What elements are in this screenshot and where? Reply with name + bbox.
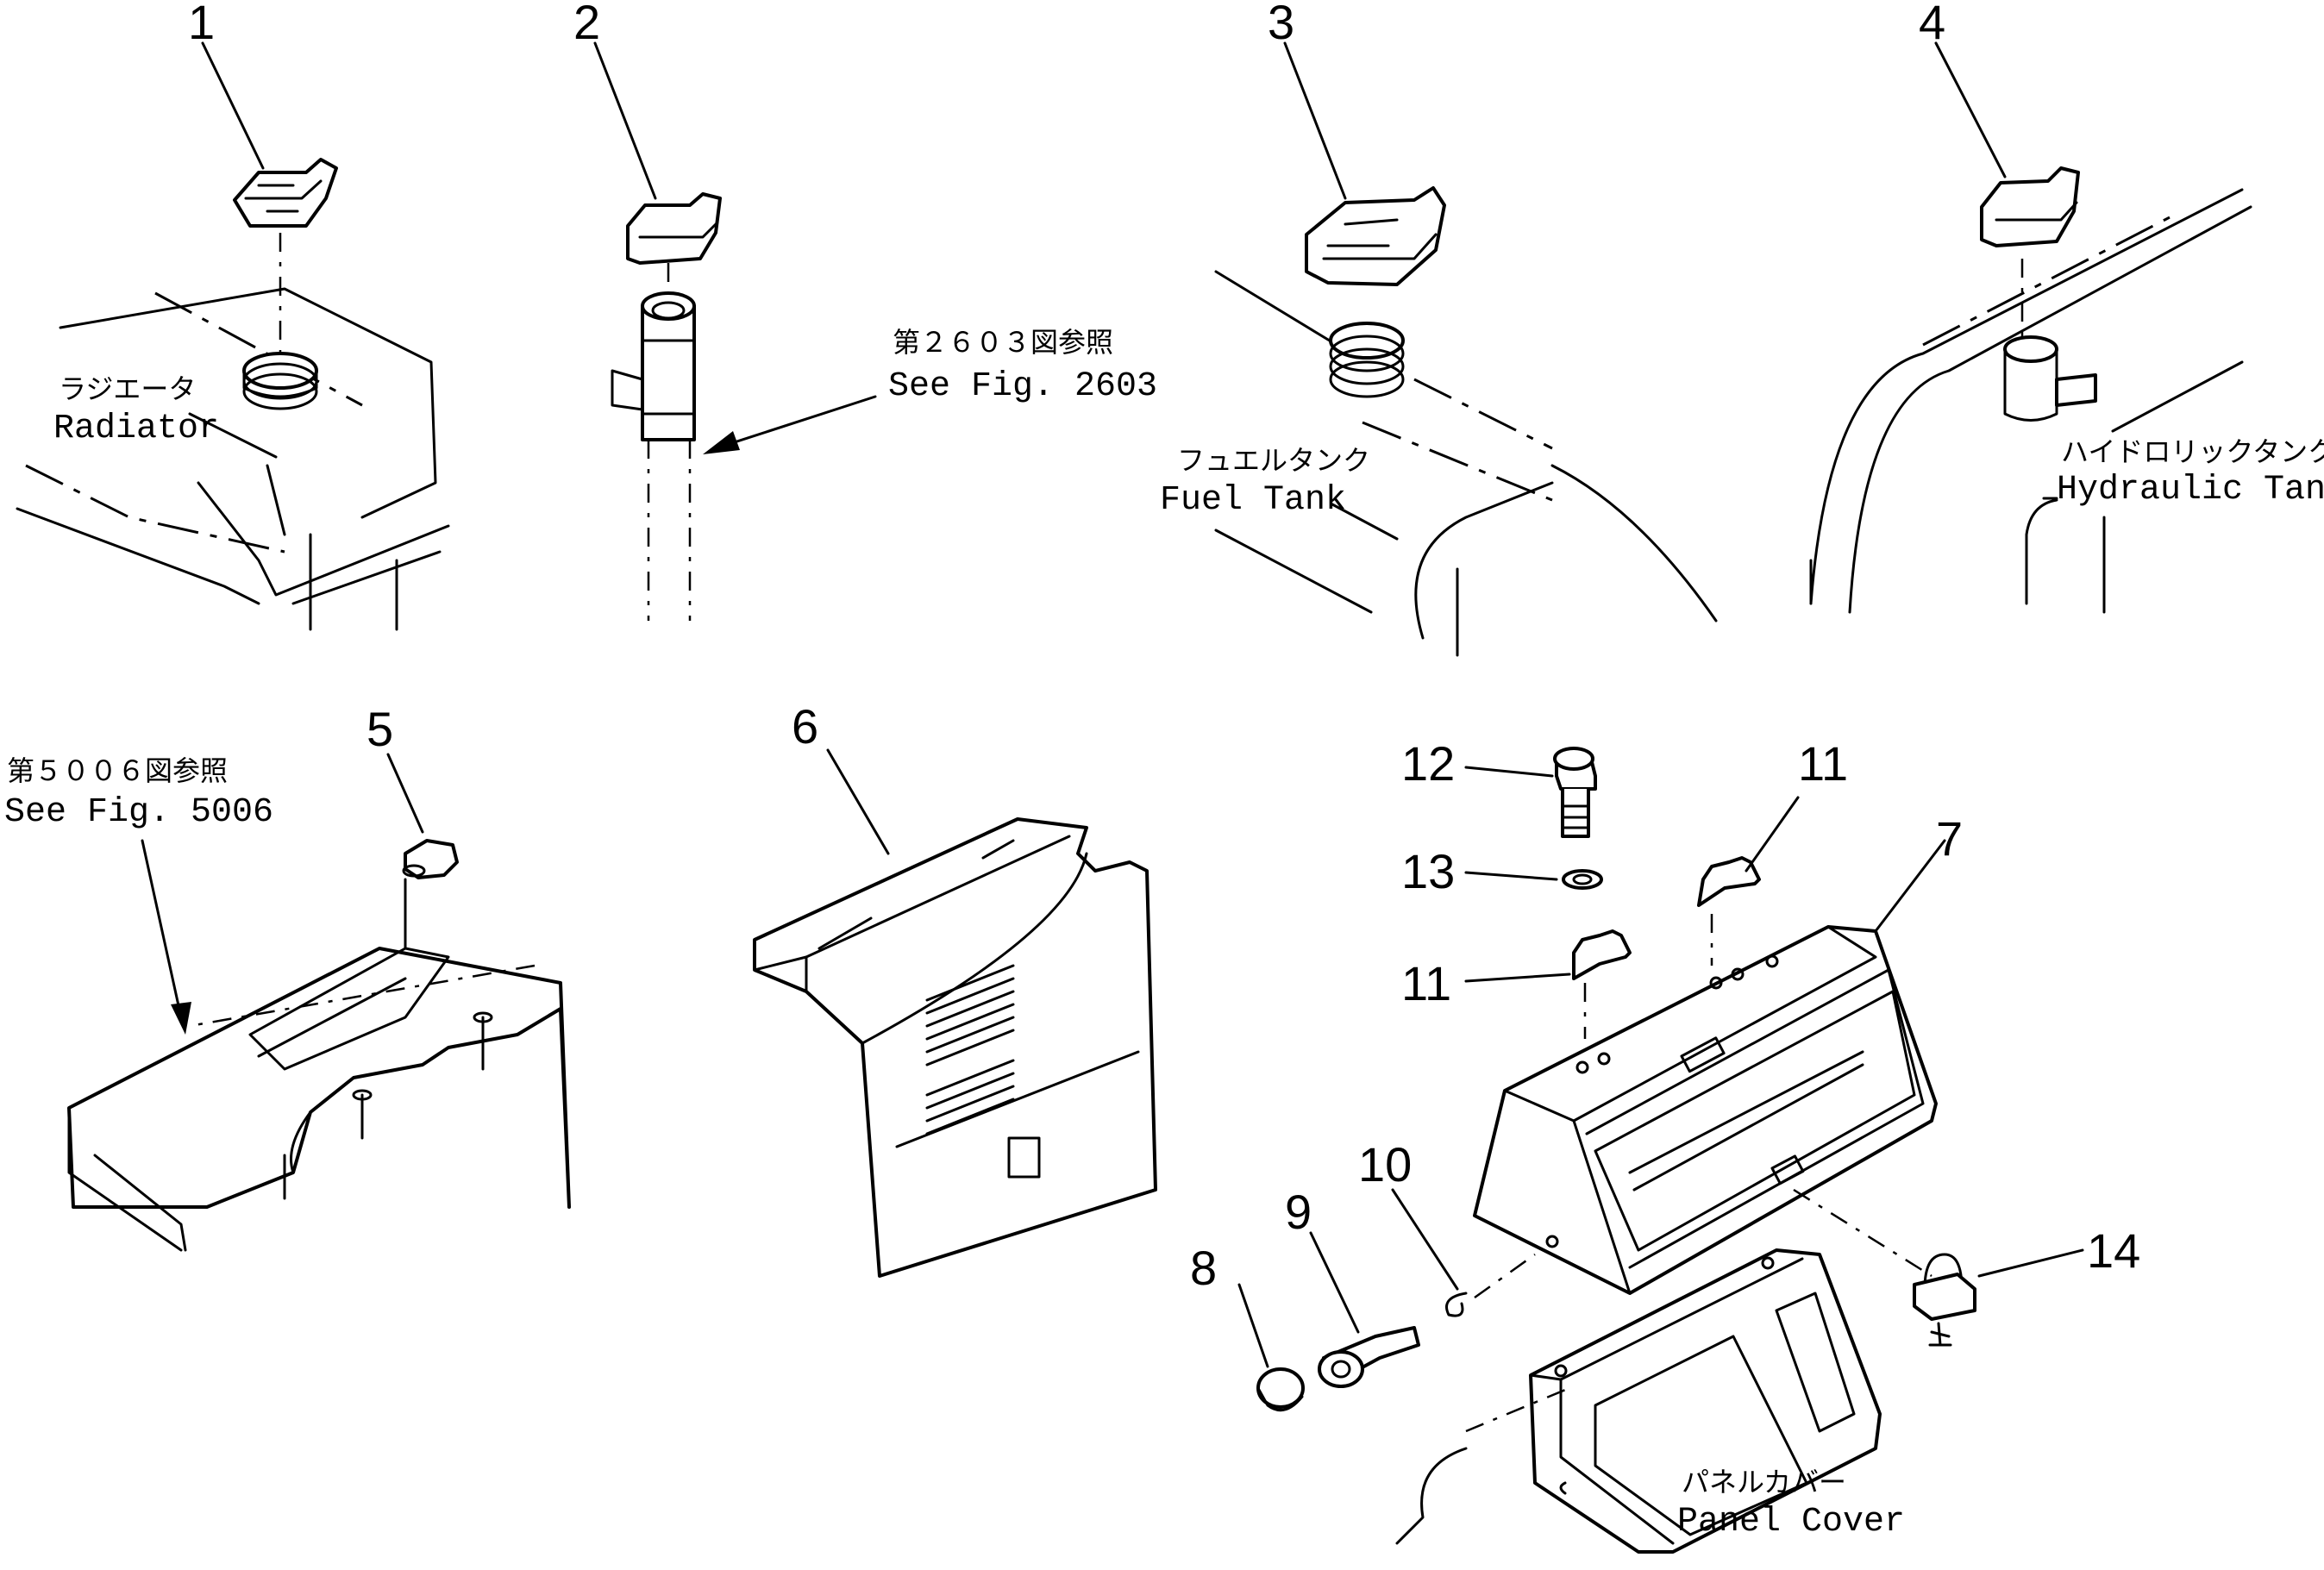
leader-6 <box>826 748 890 855</box>
callout-14: 14 <box>2087 1223 2140 1278</box>
callout-5: 5 <box>366 702 393 756</box>
fuel-tank-label-jp: フュエルタンク <box>1177 444 1370 477</box>
fuel-tank-drawing <box>1214 186 1718 657</box>
radiator-label-en: Radiator <box>53 410 219 448</box>
callout-10: 10 <box>1358 1137 1412 1192</box>
ref-2603-jp: 第２６０３図参照 <box>893 326 1113 359</box>
callout-13: 13 <box>1401 844 1455 898</box>
cover-plate-drawing <box>67 839 571 1252</box>
callout-12: 12 <box>1401 736 1455 791</box>
padlock-drawing <box>1793 1188 1976 1347</box>
callout-11-lower: 11 <box>1401 956 1451 1010</box>
hydraulic-tank-drawing <box>1809 166 2252 614</box>
leader-14 <box>1977 1248 2084 1278</box>
callout-11-upper: 11 <box>1798 736 1848 791</box>
radiator-drawing <box>16 158 450 631</box>
callout-8: 8 <box>1190 1241 1217 1295</box>
leader-13 <box>1464 871 1558 881</box>
leader-10 <box>1391 1188 1459 1291</box>
hydraulic-tank-label-en: Hydraulic Tank <box>2057 471 2324 510</box>
leader-11-lower <box>1464 973 1571 983</box>
arrow-5006 <box>141 839 191 1035</box>
filler-tube-drawing <box>611 192 877 621</box>
callout-4: 4 <box>1919 0 1945 49</box>
callout-1: 1 <box>188 0 215 49</box>
callout-3: 3 <box>1268 0 1294 49</box>
fuel-tank-label-en: Fuel Tank <box>1160 481 1346 520</box>
leader-radiator <box>188 412 278 459</box>
ref-5006-en: See Fig. 5006 <box>4 793 273 832</box>
leader-2 <box>593 41 657 200</box>
side-panel-drawing <box>753 817 1157 1278</box>
ref-5006-jp: 第５００６図参照 <box>7 754 228 787</box>
panel-box-drawing <box>1473 925 1938 1295</box>
leader-11-upper <box>1745 796 1800 873</box>
leader-7 <box>1874 839 1946 933</box>
hydraulic-tank-label-jp: ハイドロリックタンク <box>2061 435 2324 468</box>
leader-12 <box>1464 766 1554 778</box>
callout-9: 9 <box>1285 1185 1312 1239</box>
fastener-drawing <box>1553 747 1761 1039</box>
ref-2603-en: See Fig. 2603 <box>888 367 1157 406</box>
callout-2: 2 <box>573 0 600 49</box>
small-parts-drawing <box>1256 1253 1536 1412</box>
leader-8 <box>1237 1283 1269 1368</box>
leader-3 <box>1283 41 1347 200</box>
panel-cover-drawing <box>1395 1248 1882 1554</box>
leader-1 <box>201 41 265 170</box>
callout-6: 6 <box>792 699 818 754</box>
leader-5 <box>386 753 424 834</box>
leader-9 <box>1309 1231 1360 1334</box>
panel-cover-label-en: Panel Cover <box>1677 1503 1905 1542</box>
callout-7: 7 <box>1936 811 1963 866</box>
radiator-label-jp: ラジエータ <box>59 372 196 405</box>
leader-fuel <box>1331 503 1399 541</box>
leader-4 <box>1934 41 2007 178</box>
panel-cover-label-jp: パネルカバー <box>1682 1466 1846 1498</box>
